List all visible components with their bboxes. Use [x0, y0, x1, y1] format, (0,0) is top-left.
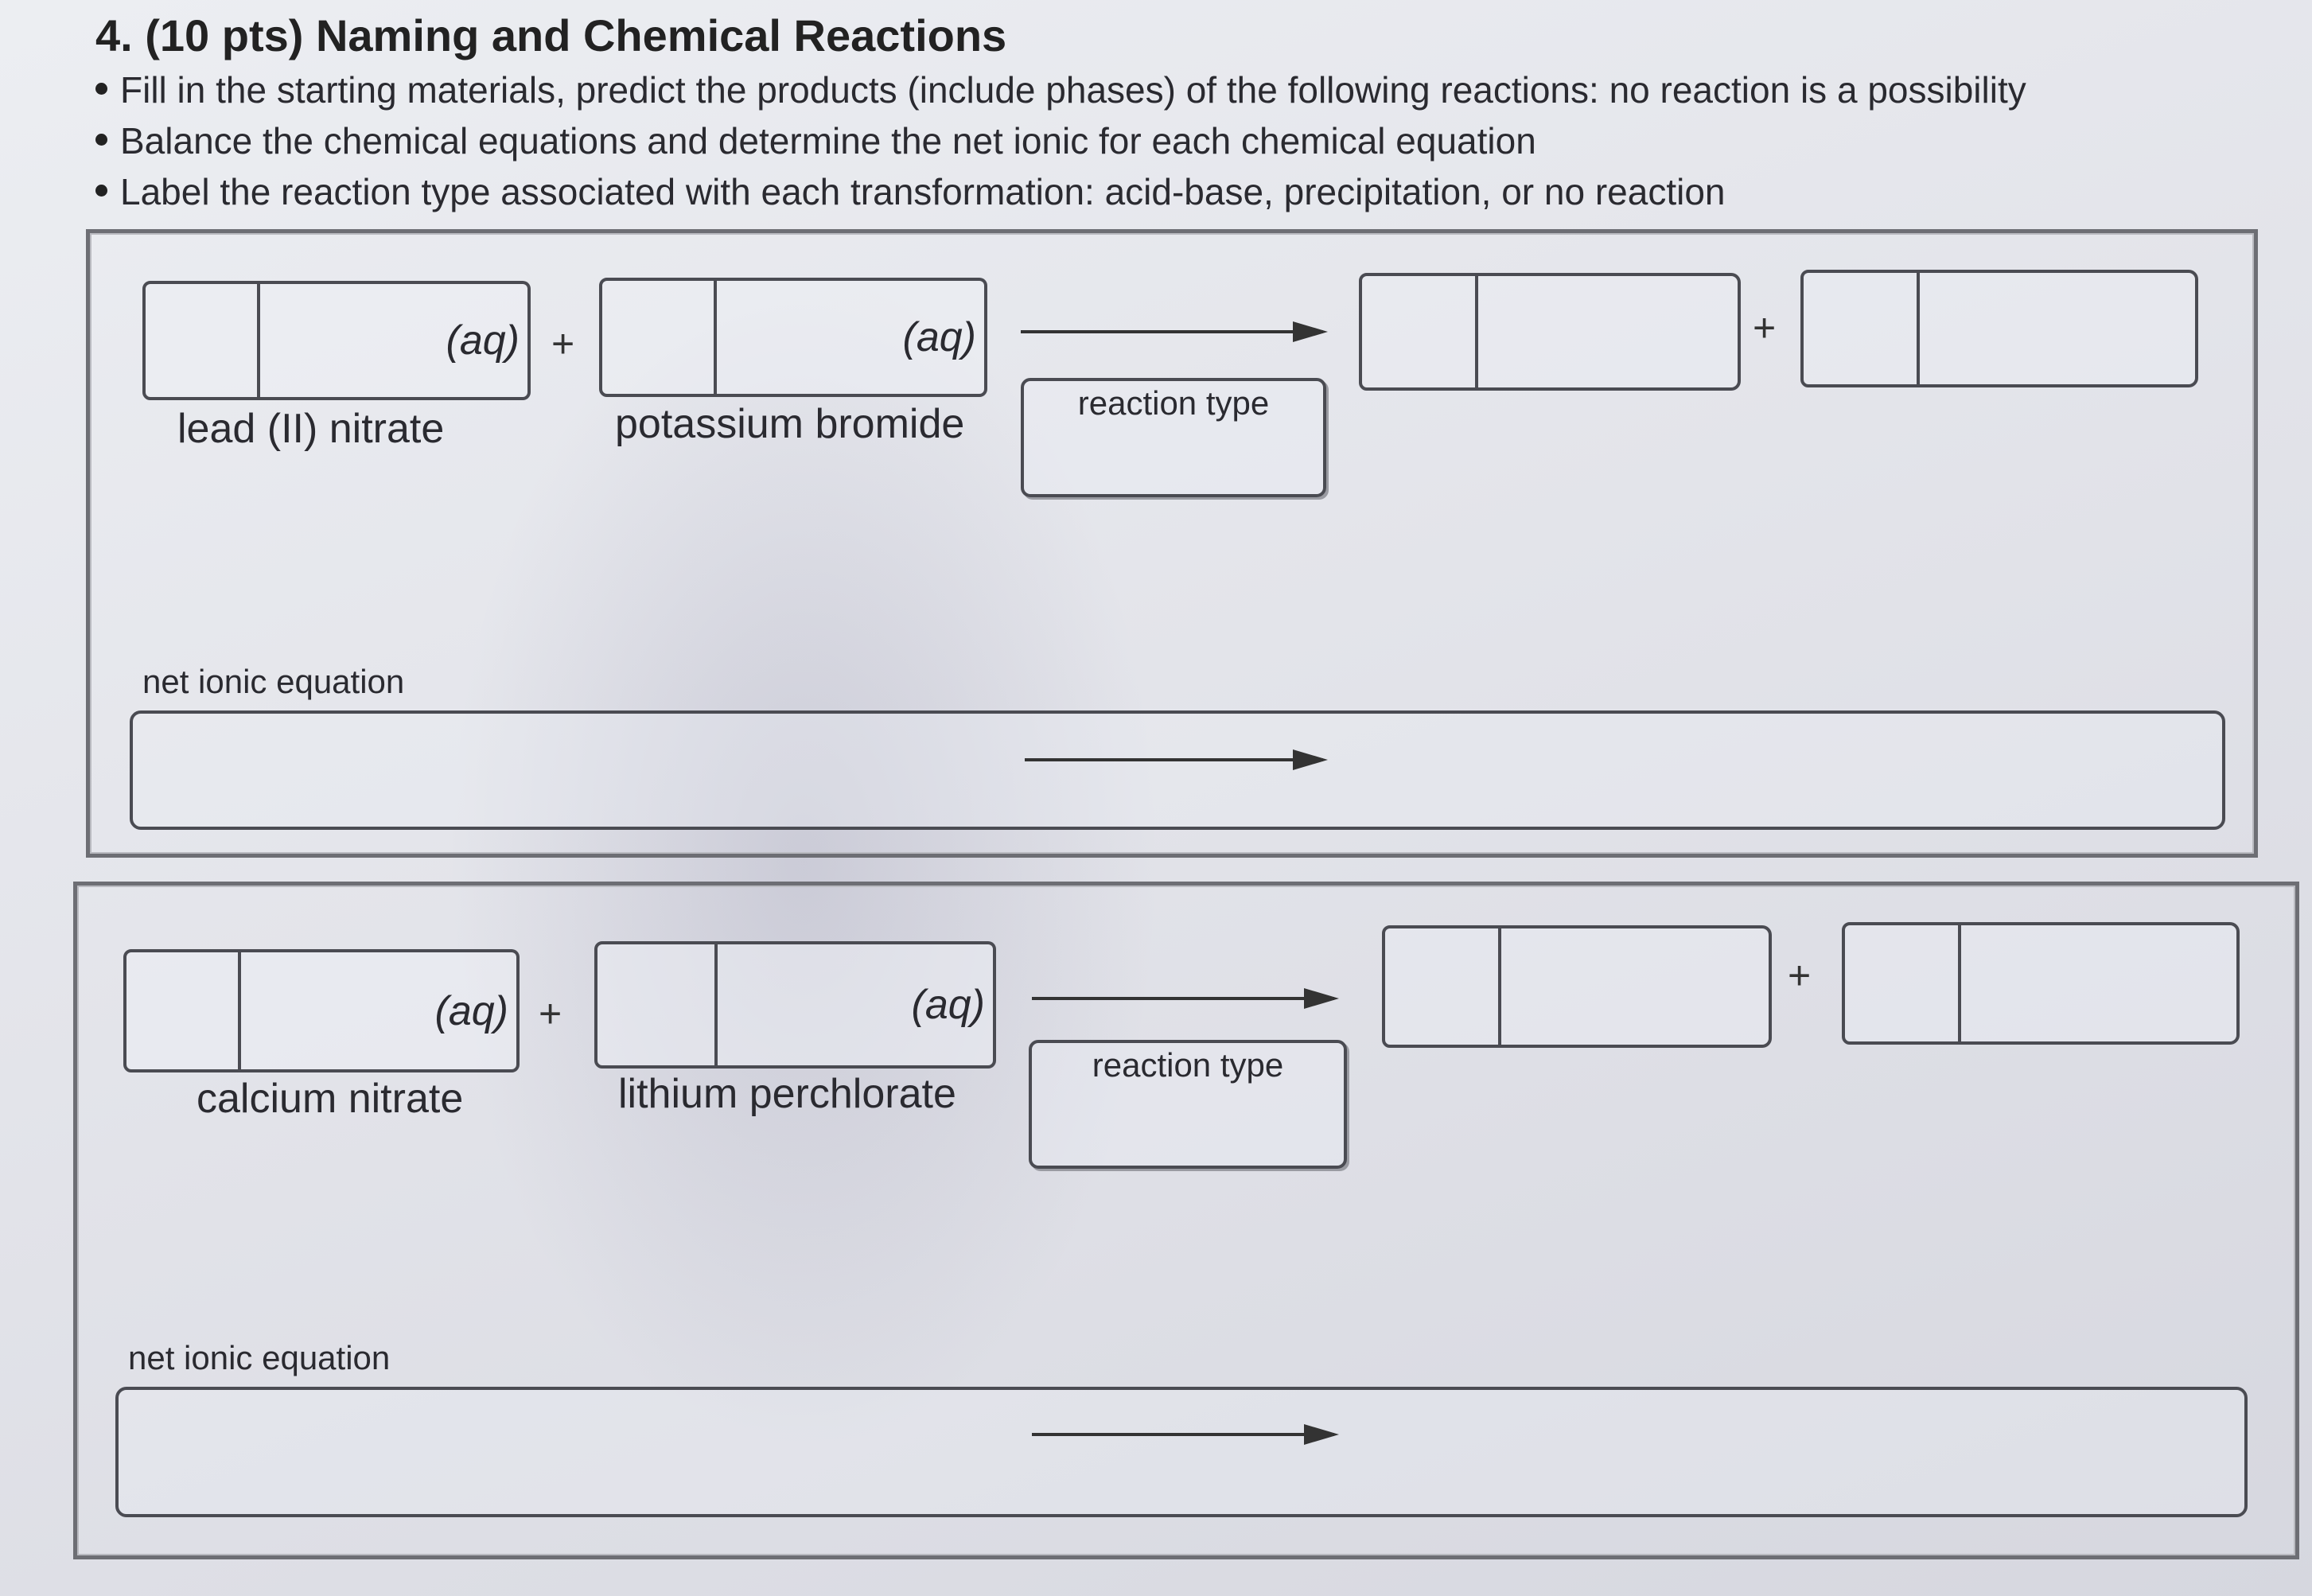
instruction-item: Balance the chemical equations and deter… [95, 115, 2026, 166]
phase-label: (aq) [434, 987, 508, 1034]
phase-label: (aq) [911, 982, 985, 1028]
reactant-2-formula-box[interactable]: (aq) [717, 278, 987, 397]
reactant-2-name: potassium bromide [615, 401, 965, 447]
reaction-panel-2: (aq) + (aq) calcium nitrate lithium perc… [73, 882, 2299, 1559]
reaction-panel-1: (aq) + (aq) lead (II) nitrate potassium … [86, 229, 2258, 858]
bullet-icon [95, 185, 107, 197]
net-ionic-equation-box[interactable] [130, 710, 2225, 830]
reaction-type-label: reaction type [1092, 1046, 1284, 1084]
product-1-coefficient-box[interactable] [1382, 925, 1501, 1048]
net-ionic-arrow [1032, 1424, 1339, 1445]
product-2-formula-box[interactable] [1961, 922, 2240, 1045]
product-2-coefficient-box[interactable] [1800, 270, 1920, 387]
reactant-1-coefficient-box[interactable] [123, 949, 241, 1072]
product-2-pair [1800, 270, 2198, 387]
reaction-arrow [1021, 321, 1328, 342]
reactant-1-coefficient-box[interactable] [142, 281, 260, 400]
question-title: 4. (10 pts) Naming and Chemical Reaction… [95, 10, 1007, 60]
reactant-1-name: lead (II) nitrate [177, 406, 445, 452]
reactant-2-pair: (aq) [594, 941, 996, 1069]
product-1-coefficient-box[interactable] [1359, 273, 1478, 391]
question-header: 4. (10 pts) Naming and Chemical Reaction… [95, 10, 2026, 217]
product-1-pair [1359, 273, 1741, 391]
plus-sign: + [1788, 953, 1812, 998]
instruction-list: Fill in the starting materials, predict … [95, 64, 2026, 217]
product-1-formula-box[interactable] [1501, 925, 1772, 1048]
reactant-1-name: calcium nitrate [197, 1076, 464, 1122]
product-1-formula-box[interactable] [1478, 273, 1741, 391]
plus-sign: + [539, 991, 562, 1036]
reaction-arrow [1032, 988, 1339, 1009]
bullet-icon [95, 134, 107, 146]
net-ionic-arrow [1025, 749, 1328, 770]
instruction-item: Label the reaction type associated with … [95, 166, 2026, 217]
product-2-coefficient-box[interactable] [1842, 922, 1961, 1045]
phase-label: (aq) [902, 314, 976, 360]
reaction-type-label: reaction type [1077, 384, 1270, 422]
phase-label: (aq) [446, 317, 520, 364]
reactant-2-coefficient-box[interactable] [599, 278, 717, 397]
reactant-2-pair: (aq) [599, 278, 987, 397]
plus-sign: + [551, 321, 575, 366]
reactant-1-formula-box[interactable]: (aq) [241, 949, 520, 1072]
reaction-type-box[interactable]: reaction type [1021, 378, 1326, 497]
reactant-2-formula-box[interactable]: (aq) [718, 941, 996, 1069]
net-ionic-equation-box[interactable] [115, 1387, 2248, 1517]
product-2-pair [1842, 922, 2240, 1045]
plus-sign: + [1753, 306, 1777, 350]
reactant-1-pair: (aq) [123, 949, 520, 1072]
product-2-formula-box[interactable] [1920, 270, 2198, 387]
instruction-item: Fill in the starting materials, predict … [95, 64, 2026, 115]
product-1-pair [1382, 925, 1772, 1048]
reaction-type-box[interactable]: reaction type [1029, 1040, 1347, 1169]
bullet-icon [95, 83, 107, 95]
reactant-1-formula-box[interactable]: (aq) [260, 281, 531, 400]
reactant-2-name: lithium perchlorate [618, 1071, 956, 1117]
reactant-1-pair: (aq) [142, 281, 531, 400]
reactant-2-coefficient-box[interactable] [594, 941, 718, 1069]
net-ionic-label: net ionic equation [142, 663, 405, 700]
net-ionic-label: net ionic equation [128, 1339, 391, 1376]
